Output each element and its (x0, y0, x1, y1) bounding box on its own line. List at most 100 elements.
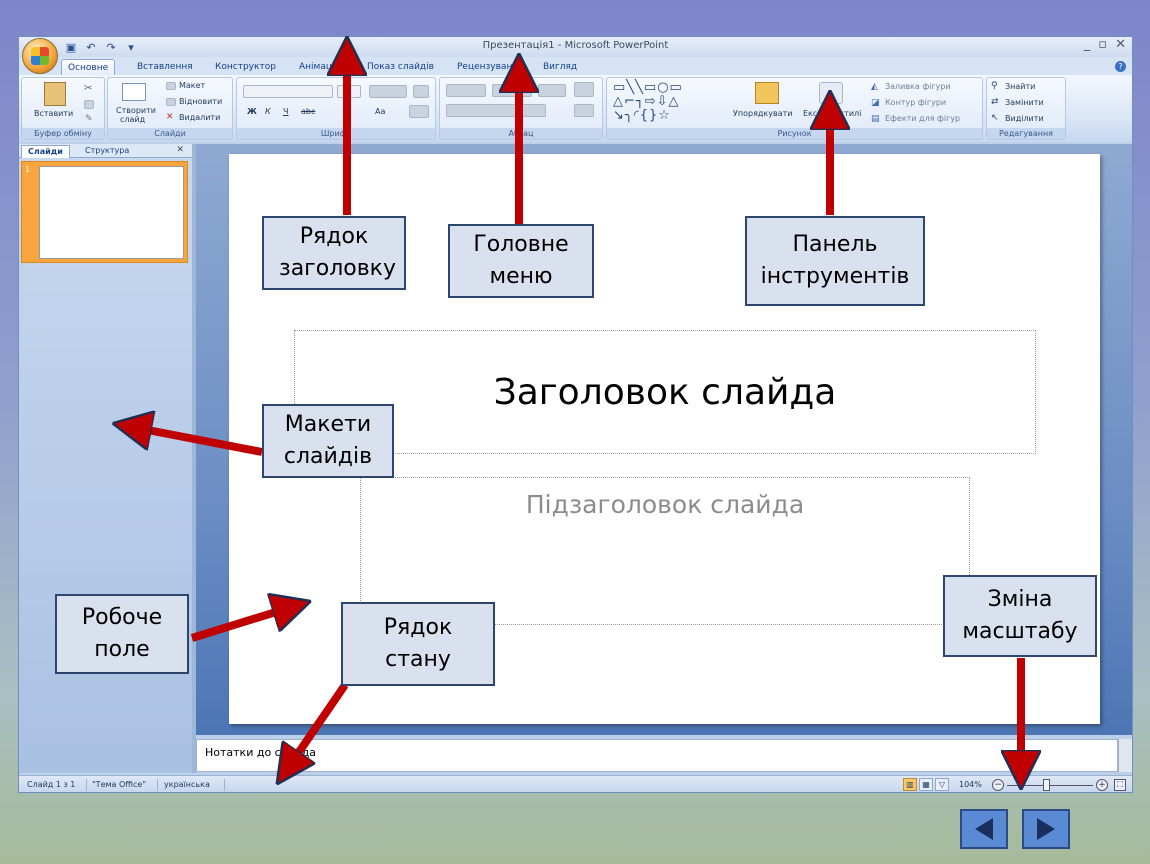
normal-view-icon[interactable]: ▥ (903, 778, 917, 791)
arrange-icon[interactable] (755, 82, 779, 104)
layout-button[interactable]: Макет (179, 81, 206, 90)
bullets-button[interactable] (446, 84, 486, 97)
office-button[interactable] (22, 38, 58, 74)
italic-button[interactable]: К (265, 107, 271, 116)
select-icon: ↖ (991, 113, 999, 123)
paste-label[interactable]: Вставити (34, 109, 74, 118)
help-icon[interactable]: ? (1115, 61, 1126, 72)
tab-design[interactable]: Конструктор (215, 62, 276, 72)
shape-effects-button[interactable]: Ефекти для фігур (885, 114, 961, 123)
title-bar: ▣ ↶ ↷ ▾ Презентація1 - Microsoft PowerPo… (19, 37, 1132, 57)
format-painter-icon[interactable]: ✎ (85, 114, 93, 124)
slideshow-view-icon[interactable]: ▽ (935, 778, 949, 791)
previous-slide-button[interactable] (960, 809, 1008, 849)
underline-button[interactable]: Ч (283, 107, 289, 116)
change-case-button[interactable]: Aa (375, 107, 386, 116)
save-icon[interactable]: ▣ (65, 40, 77, 54)
reset-icon (166, 98, 176, 106)
zoom-in-icon[interactable]: + (1096, 779, 1108, 791)
zoom-out-icon[interactable]: − (992, 779, 1004, 791)
shape-outline-icon: ◪ (871, 98, 880, 108)
restore-button[interactable]: ▫ (1098, 37, 1108, 52)
window-controls: _ ▫ ✕ (1084, 37, 1126, 52)
find-button[interactable]: Знайти (1005, 82, 1036, 91)
status-separator (157, 779, 158, 791)
slides-pane: Слайди Структура ✕ 1 (19, 144, 192, 773)
text-direction-button[interactable] (574, 82, 594, 97)
title-placeholder[interactable]: Заголовок слайда (294, 330, 1036, 454)
quick-styles-button[interactable]: Експрес-стилі (803, 109, 862, 118)
tab-review[interactable]: Рецензування (457, 62, 524, 72)
subtitle-placeholder[interactable]: Підзаголовок слайда (360, 477, 970, 625)
quick-styles-icon[interactable] (819, 82, 843, 104)
replace-icon: ⇄ (991, 97, 999, 107)
tab-home[interactable]: Основне (61, 59, 116, 75)
align-text-button[interactable] (574, 104, 594, 117)
new-slide-label-1[interactable]: Створити (116, 106, 156, 115)
zoom-slider-track[interactable] (1007, 785, 1093, 786)
redo-icon[interactable]: ↷ (106, 40, 116, 54)
strike-button[interactable]: abc (301, 107, 316, 116)
alignment-buttons[interactable] (446, 104, 546, 117)
undo-icon[interactable]: ↶ (86, 40, 96, 54)
arrange-button[interactable]: Упорядкувати (733, 109, 793, 118)
cut-icon[interactable]: ✂ (84, 83, 93, 94)
slides-group-label: Слайди (108, 128, 232, 139)
close-pane-icon[interactable]: ✕ (176, 145, 184, 155)
indent-buttons[interactable] (492, 84, 532, 97)
select-button[interactable]: Виділити (1005, 114, 1044, 123)
font-group-label: Шрифт (237, 128, 435, 139)
fit-to-window-icon[interactable]: ⛶ (1114, 779, 1126, 791)
tab-animations[interactable]: Анімація (299, 62, 340, 72)
new-slide-label-2[interactable]: слайд (120, 115, 146, 124)
zoom-level[interactable]: 104% (959, 780, 982, 789)
group-clipboard: Вставити ✂ ✎ Буфер обміну (21, 77, 105, 140)
find-icon: ⚲ (991, 81, 998, 91)
tab-view[interactable]: Вигляд (543, 62, 578, 72)
group-font: Ж К Ч abc Aa Шрифт (236, 77, 436, 140)
tab-outline-pane[interactable]: Структура (85, 146, 130, 155)
bold-button[interactable]: Ж (247, 107, 257, 116)
next-slide-button[interactable] (1022, 809, 1070, 849)
reset-button[interactable]: Відновити (179, 97, 223, 106)
ribbon: Вставити ✂ ✎ Буфер обміну Створити слайд… (19, 75, 1132, 142)
notes-pane[interactable]: Нотатки до слайда (196, 739, 1118, 772)
shape-fill-button[interactable]: Заливка фігури (885, 82, 951, 91)
notes-scrollbar[interactable] (1118, 739, 1132, 772)
customize-qat-icon[interactable]: ▾ (128, 40, 134, 54)
callout-layouts-text: Макети слайдів (283, 412, 373, 469)
powerpoint-window: ▣ ↶ ↷ ▾ Презентація1 - Microsoft PowerPo… (18, 36, 1133, 793)
clear-format-button[interactable] (413, 85, 429, 98)
next-arrow-icon (1037, 818, 1055, 840)
minimize-button[interactable]: _ (1083, 37, 1091, 52)
font-size-select[interactable] (337, 85, 361, 98)
quick-access-toolbar: ▣ ↶ ↷ ▾ (63, 39, 139, 55)
pane-splitter[interactable] (192, 144, 196, 773)
status-language[interactable]: українська (164, 780, 210, 789)
copy-icon[interactable] (84, 100, 94, 109)
editing-group-label: Редагування (987, 128, 1065, 139)
delete-button[interactable]: Видалити (179, 113, 221, 122)
pane-tabs: Слайди Структура ✕ (19, 144, 192, 158)
shapes-gallery[interactable]: ▭╲╲▭○▭△⌐┐⇨⇩△↘╮◜{}☆ (613, 80, 683, 123)
paste-icon[interactable] (44, 82, 66, 106)
new-slide-icon[interactable] (122, 83, 146, 101)
tab-slides-pane[interactable]: Слайди (21, 145, 70, 158)
tab-slideshow[interactable]: Показ слайдів (367, 62, 434, 72)
drawing-group-label: Рисунок (607, 128, 982, 139)
close-button[interactable]: ✕ (1115, 37, 1126, 52)
line-spacing-button[interactable] (538, 84, 566, 97)
zoom-slider-thumb[interactable] (1043, 779, 1050, 791)
font-color-button[interactable] (409, 105, 429, 118)
callout-status-bar: Рядок стану (341, 602, 495, 686)
replace-button[interactable]: Замінити (1005, 98, 1044, 107)
shape-outline-button[interactable]: Контур фігури (885, 98, 947, 107)
font-name-select[interactable] (243, 85, 333, 98)
status-bar: Слайд 1 з 1 "Тема Office" українська ▥ ▦… (19, 775, 1132, 792)
slide-thumbnail[interactable]: 1 (21, 161, 188, 263)
status-separator (224, 779, 225, 791)
delete-icon: ✕ (166, 112, 174, 122)
tab-insert[interactable]: Вставлення (137, 62, 193, 72)
grow-shrink-font-buttons[interactable] (369, 85, 407, 98)
slide-sorter-icon[interactable]: ▦ (919, 778, 933, 791)
